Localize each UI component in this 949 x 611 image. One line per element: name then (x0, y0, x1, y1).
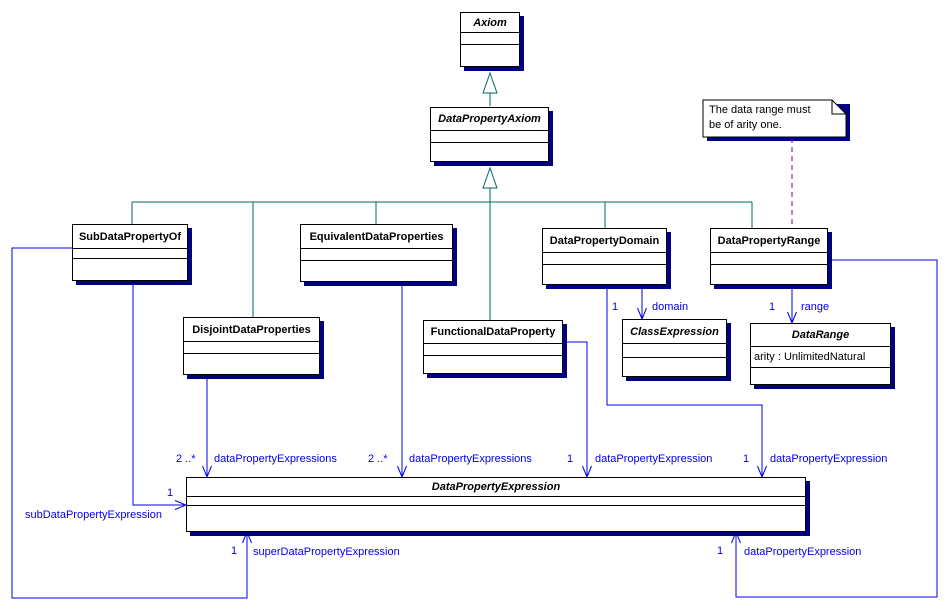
role-label: subDataPropertyExpression (25, 509, 162, 521)
class-functionaldataproperty[interactable]: FunctionalDataProperty (423, 320, 563, 374)
multiplicity-label: 2 ..* (368, 453, 388, 465)
role-label: range (801, 301, 830, 313)
operations-compartment (187, 506, 805, 531)
class-classexpression[interactable]: ClassExpression (622, 319, 727, 377)
class-datapropertyaxiom[interactable]: DataPropertyAxiom (430, 107, 549, 162)
operations-compartment (73, 259, 187, 280)
multiplicity-label: 1 (612, 301, 619, 313)
class-name: ClassExpression (630, 325, 719, 338)
note-line: be of arity one. (709, 119, 782, 131)
operations-compartment (751, 368, 890, 384)
note-fold-icon (831, 100, 846, 115)
class-subdatapropertyof[interactable]: SubDataPropertyOf (72, 224, 188, 281)
multiplicity-label: 2 ..* (176, 453, 196, 465)
class-name: DataPropertyAxiom (438, 113, 541, 125)
multiplicity-label: 1 (567, 453, 574, 465)
class-disjointdataproperties[interactable]: DisjointDataProperties (183, 317, 320, 375)
role-label: superDataPropertyExpression (253, 546, 400, 558)
class-datarange[interactable]: DataRange arity : UnlimitedNatural (750, 323, 891, 385)
attributes-compartment (424, 344, 562, 356)
role-label: dataPropertyExpressions (214, 453, 337, 465)
multiplicity-label: 1 (743, 453, 750, 465)
role-label: dataPropertyExpression (744, 546, 862, 558)
attributes-compartment: arity : UnlimitedNatural (751, 347, 890, 368)
generalization-triangle-icon (482, 166, 498, 189)
operations-compartment (184, 354, 319, 374)
association-subdatapropertyexpression (132, 281, 184, 506)
arrowhead-up-icon (731, 530, 741, 544)
class-name: SubDataPropertyOf (78, 230, 182, 243)
class-equivalentdataproperties[interactable]: EquivalentDataProperties (300, 224, 453, 282)
attributes-compartment (431, 131, 548, 143)
association-range-datapropertyexpression (735, 259, 938, 598)
operations-compartment (424, 356, 562, 373)
generalization-lines (131, 93, 753, 320)
generalization-triangle-icon (482, 71, 498, 94)
class-name: DisjointDataProperties (192, 323, 311, 336)
arrowhead-up-icon (242, 530, 252, 544)
role-label: dataPropertyExpressions (409, 453, 532, 465)
attributes-compartment (187, 497, 805, 506)
attributes-compartment (73, 249, 187, 259)
association-functional-datapropertyexpression (563, 341, 588, 475)
operations-compartment (461, 45, 519, 66)
attributes-compartment (184, 342, 319, 354)
note-shape[interactable] (702, 99, 850, 141)
class-name: Axiom (473, 16, 507, 29)
class-datapropertyrange[interactable]: DataPropertyRange (710, 228, 828, 285)
attributes-compartment (623, 344, 726, 358)
attributes-compartment (543, 253, 666, 265)
attributes-compartment (461, 33, 519, 45)
role-label: dataPropertyExpression (595, 453, 713, 465)
operations-compartment (711, 265, 827, 284)
class-name: EquivalentDataProperties (309, 230, 444, 243)
class-name: DataRange (791, 329, 850, 341)
multiplicity-label: 1 (231, 545, 238, 557)
attributes-compartment (301, 249, 452, 261)
class-axiom[interactable]: Axiom (460, 12, 520, 67)
attributes-compartment (711, 253, 827, 265)
role-label: dataPropertyExpression (770, 453, 888, 465)
class-name: FunctionalDataProperty (430, 326, 556, 338)
association-superdatapropertyexpression (11, 247, 248, 599)
operations-compartment (623, 358, 726, 376)
class-name: DataPropertyDomain (549, 234, 660, 247)
role-label: domain (652, 301, 689, 313)
class-name: DataPropertyRange (717, 234, 821, 247)
operations-compartment (431, 143, 548, 161)
operations-compartment (543, 265, 666, 284)
multiplicity-label: 1 (717, 545, 724, 557)
attribute-arity: arity : UnlimitedNatural (754, 351, 866, 363)
operations-compartment (301, 261, 452, 281)
multiplicity-label: 1 (769, 301, 776, 313)
class-datapropertyexpression[interactable]: DataPropertyExpression (186, 477, 806, 532)
association-domain-datapropertyexpression (606, 285, 763, 475)
class-datapropertydomain[interactable]: DataPropertyDomain (542, 228, 667, 285)
multiplicity-label: 1 (167, 487, 174, 499)
note[interactable]: The data range must be of arity one. (709, 103, 811, 133)
class-name: DataPropertyExpression (431, 481, 561, 493)
note-line: The data range must (709, 104, 811, 116)
note-body[interactable] (702, 99, 847, 138)
